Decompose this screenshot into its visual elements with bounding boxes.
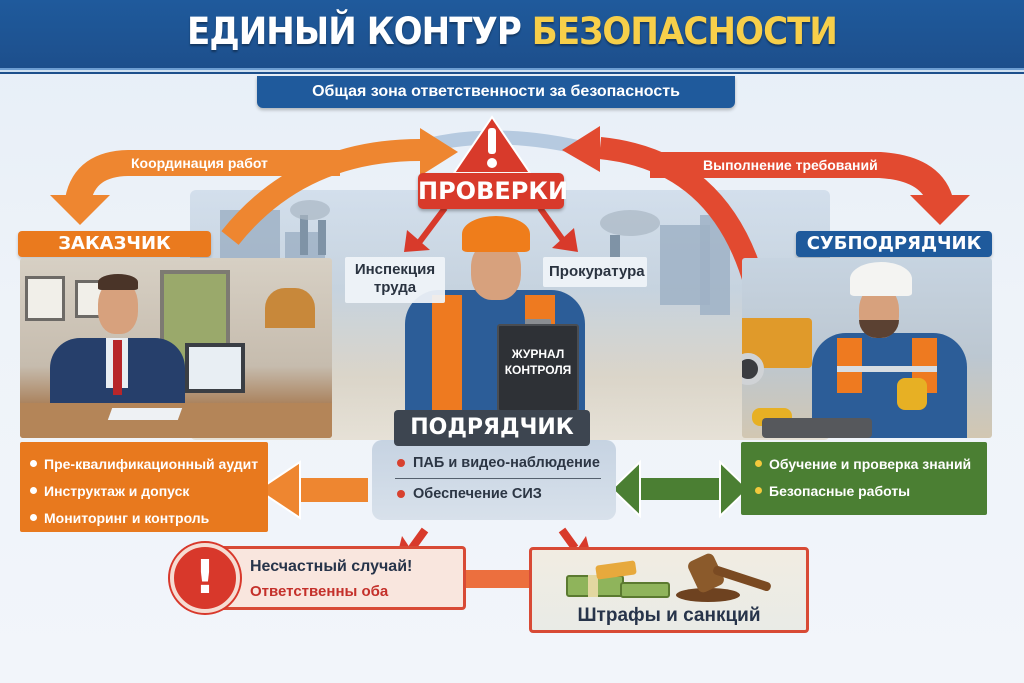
- vest: [837, 338, 862, 393]
- connector-bar: [466, 570, 530, 588]
- pipe-icon: [265, 288, 315, 328]
- exclamation-circle-icon: !: [170, 543, 240, 613]
- bullet-icon: [397, 459, 405, 467]
- checks-label: ПРОВЕРКИ: [418, 173, 568, 209]
- gavel-base-icon: [676, 588, 740, 602]
- customer-label: ЗАКАЗЧИК: [18, 231, 211, 257]
- bullet-icon: [397, 490, 405, 498]
- bullet-icon: [755, 487, 762, 494]
- customer-item: Инструктаж и допуск: [30, 477, 268, 504]
- bullet-icon: [30, 487, 37, 494]
- certificate-icon: [25, 276, 65, 321]
- monitor-icon: [185, 343, 245, 393]
- toolbox-icon: [762, 418, 872, 438]
- customer-item-text: Инструктаж и допуск: [44, 482, 190, 499]
- fines-label: Штрафы и санкций: [577, 605, 761, 626]
- page-title: ЕДИНЫЙ КОНТУР БЕЗОПАСНОСТИ: [41, 10, 983, 53]
- beard: [859, 320, 899, 338]
- subcontractor-item: Безопасные работы: [755, 477, 987, 504]
- wheel-icon: [742, 353, 764, 385]
- money-band: [588, 575, 598, 597]
- control-log-clipboard: ЖУРНАЛ КОНТРОЛЯ: [497, 324, 579, 412]
- orange-hardhat-icon: [462, 216, 530, 252]
- divider: [395, 478, 601, 479]
- customer-portrait: [20, 258, 332, 438]
- customer-item-text: Пре-квалификационный аудит: [44, 455, 259, 472]
- clipboard-clip: [525, 319, 551, 327]
- customer-item: Пре-квалификационный аудит: [30, 450, 268, 477]
- coordination-label: Координация работ: [131, 155, 268, 171]
- customer-item-text: Мониторинг и контроль: [44, 509, 210, 526]
- contractor-label: ПОДРЯДЧИК: [394, 410, 590, 446]
- title-main: ЕДИНЫЙ КОНТУР: [186, 10, 522, 53]
- contractor-duties-box: [372, 440, 616, 520]
- bullet-icon: [30, 460, 37, 467]
- labor-inspection-label: Инспекция труда: [345, 257, 445, 303]
- money-stack-icon: [620, 582, 670, 598]
- white-hardhat-icon: [850, 262, 912, 296]
- chimney-icon: [318, 220, 326, 255]
- hair: [98, 274, 138, 290]
- bullet-icon: [755, 460, 762, 467]
- title-highlight: БЕЗОПАСНОСТИ: [531, 10, 838, 53]
- requirements-label: Выполнение требований: [703, 157, 878, 173]
- clipboard-line1: ЖУРНАЛ: [511, 347, 565, 361]
- glove: [897, 378, 927, 410]
- smoke-icon: [290, 200, 330, 220]
- subcontractor-item: Обучение и проверка знаний: [755, 450, 987, 477]
- tablet-icon: [107, 408, 183, 420]
- customer-duties-box: Пре-квалификационный аудит Инструктаж и …: [20, 442, 268, 532]
- chimney-icon: [300, 215, 308, 255]
- smoke-icon: [600, 210, 660, 236]
- contractor-item: Обеспечение СИЗ: [397, 486, 542, 502]
- reflective-stripe: [837, 366, 937, 372]
- subcontractor-duties-box: Обучение и проверка знаний Безопасные ра…: [741, 442, 987, 515]
- contractor-item-text: ПАБ и видео-наблюдение: [413, 455, 600, 471]
- tie: [113, 340, 122, 395]
- customer-item: Мониторинг и контроль: [30, 504, 268, 531]
- bullet-icon: [30, 514, 37, 521]
- accident-title: Несчастный случай!: [250, 558, 413, 575]
- header-banner: [0, 0, 1024, 68]
- subcontractor-portrait: [742, 258, 992, 438]
- subcontractor-item-text: Обучение и проверка знаний: [769, 455, 972, 472]
- contractor-item: ПАБ и видео-наблюдение: [397, 455, 600, 471]
- header-divider: [0, 68, 1024, 74]
- subcontractor-label: СУБПОДРЯДЧИК: [796, 231, 992, 257]
- vest: [432, 295, 462, 410]
- contractor-item-text: Обеспечение СИЗ: [413, 486, 542, 502]
- subtitle: Общая зона ответственности за безопаснос…: [257, 76, 735, 108]
- prosecutor-label: Прокуратура: [543, 257, 647, 287]
- accident-subtitle: Ответственны оба: [250, 583, 389, 600]
- clipboard-line2: КОНТРОЛЯ: [504, 363, 572, 377]
- subcontractor-item-text: Безопасные работы: [769, 482, 911, 499]
